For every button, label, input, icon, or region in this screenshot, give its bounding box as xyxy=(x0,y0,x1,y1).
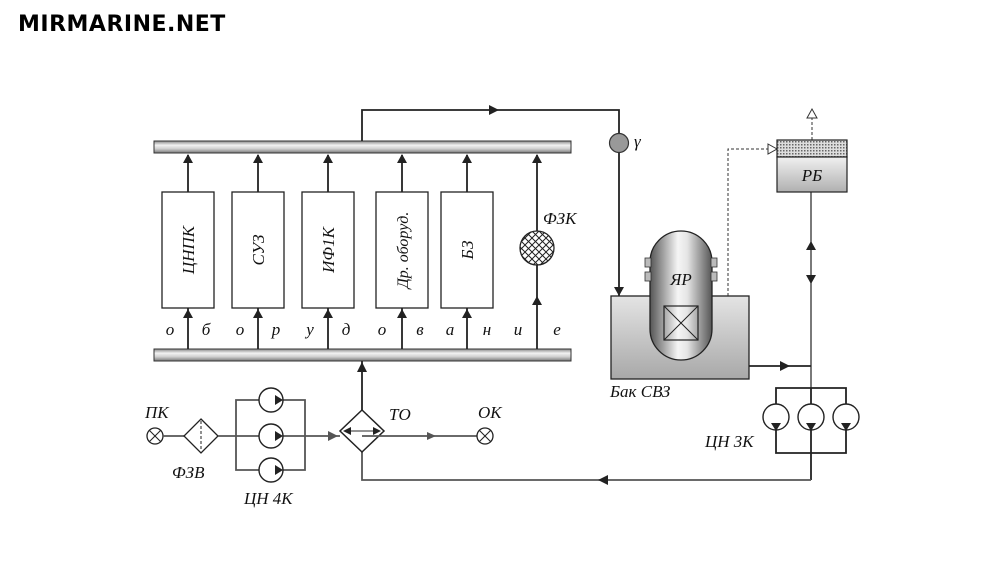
svg-text:у: у xyxy=(304,320,314,339)
ok-label: ОК xyxy=(478,403,503,422)
gamma-label: γ xyxy=(634,132,642,151)
filter-fzk: ФЗК xyxy=(519,154,578,349)
reactor-vessel: ЯР xyxy=(644,230,718,361)
svg-text:е: е xyxy=(553,320,561,339)
pumps-cn3k: ЦН 3К xyxy=(704,387,860,480)
to-label: ТО xyxy=(389,405,411,424)
fzv-label: ФЗВ xyxy=(172,463,205,482)
svg-text:о: о xyxy=(236,320,245,339)
svg-text:р: р xyxy=(271,320,281,339)
upper-manifold xyxy=(153,140,572,154)
inlet-line: ПК ФЗВ xyxy=(144,403,340,482)
rb-supply-line xyxy=(749,192,816,388)
pumps-cn4k: ЦН 4К xyxy=(235,387,306,508)
pk-label: ПК xyxy=(144,403,170,422)
svg-text:о: о xyxy=(166,320,175,339)
block-label: ЦНПК xyxy=(179,224,198,275)
svg-text:б: б xyxy=(202,320,211,339)
svg-text:н: н xyxy=(483,320,491,339)
svg-text:а: а xyxy=(446,320,455,339)
return-line: γ xyxy=(361,105,642,296)
svg-text:д: д xyxy=(342,320,351,339)
pumps-3k-label: ЦН 3К xyxy=(704,432,755,451)
bottom-return-line xyxy=(361,444,811,485)
rb-label: РБ xyxy=(801,166,822,185)
block-if1k: ИФ1К xyxy=(301,154,355,349)
gamma-sensor xyxy=(608,132,630,154)
pumps-4k-label: ЦН 4К xyxy=(243,489,294,508)
core-icon xyxy=(663,305,699,341)
block-label: Др. оборуд. xyxy=(395,212,412,291)
vent-line xyxy=(727,107,818,296)
block-suz: СУЗ xyxy=(231,154,285,349)
tank-rb: РБ xyxy=(776,139,848,193)
block-label: ИФ1К xyxy=(319,225,338,273)
block-label: БЗ xyxy=(458,240,477,261)
reactor-label: ЯР xyxy=(669,270,692,289)
letters-row: о б о р у д о в а н и е xyxy=(166,320,561,339)
heat-exchanger-to: ТО xyxy=(338,361,411,454)
block-cnpk: ЦНПК xyxy=(161,154,215,349)
svg-text:в: в xyxy=(416,320,424,339)
svg-text:и: и xyxy=(514,320,523,339)
outlet-line: ОК xyxy=(362,403,503,445)
tank-label: Бак СВЗ xyxy=(609,382,671,401)
svg-text:о: о xyxy=(378,320,387,339)
block-other-equipment: Др. оборуд. xyxy=(375,154,429,349)
lower-manifold xyxy=(153,348,572,362)
block-label: СУЗ xyxy=(249,234,268,266)
site-logo: MIRMARINE.NET xyxy=(18,12,226,37)
block-bz: БЗ xyxy=(440,154,494,349)
fzk-label: ФЗК xyxy=(543,209,578,228)
